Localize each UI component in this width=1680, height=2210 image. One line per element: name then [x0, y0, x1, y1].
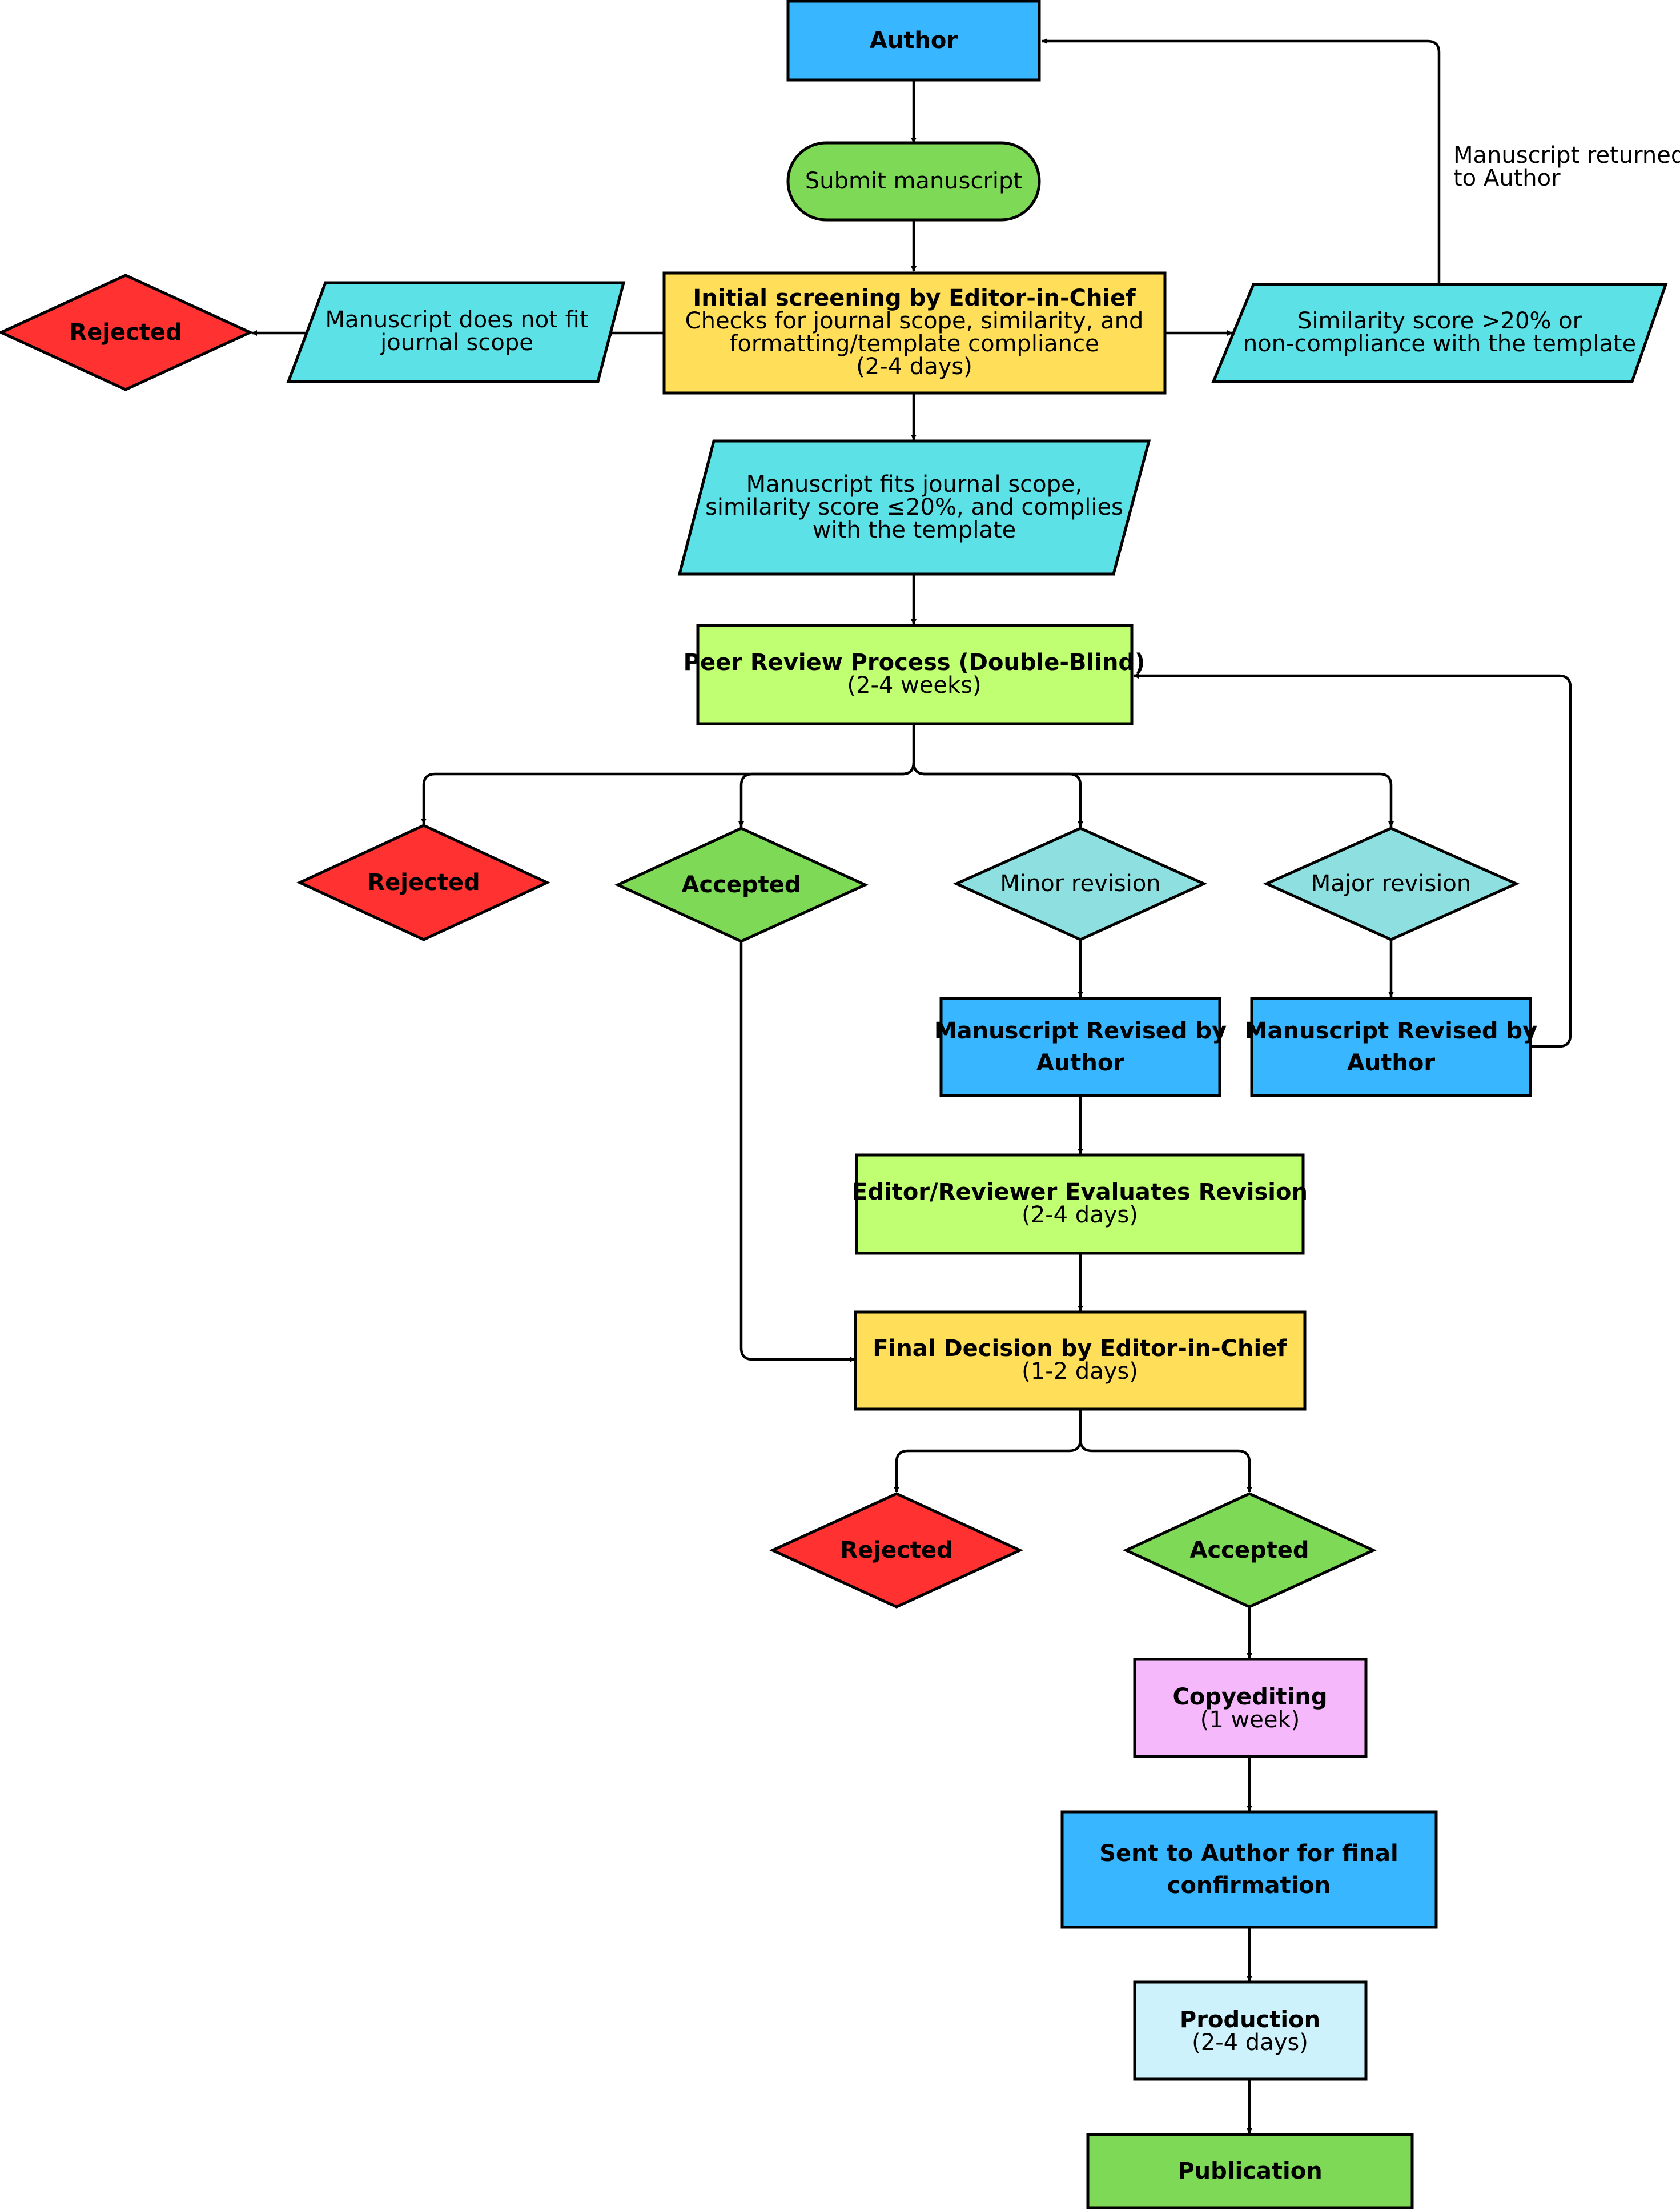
similarity-fail-parallelogram	[1211, 283, 1668, 383]
sent-to-author-box	[1060, 1810, 1438, 1929]
peer-review-node: Peer Review Process (Double-Blind) (2-4 …	[684, 624, 1146, 725]
scope-fail-line-1: Manuscript does not fit	[325, 307, 588, 333]
author-label: Author	[870, 27, 958, 54]
production-duration: (2-4 days)	[1192, 2029, 1308, 2056]
final-decision-duration: (1-2 days)	[1022, 1358, 1138, 1385]
copyediting-box	[1133, 1658, 1368, 1758]
major-revised-node: Manuscript Revised by Author	[1245, 997, 1537, 1097]
final-rejected-node: Rejected	[769, 1492, 1024, 1609]
scope-pass-line-1: Manuscript fits journal scope,	[746, 471, 1083, 498]
sent-to-author-line-1: Sent to Author for final	[1099, 1840, 1398, 1867]
final-rejected-label: Rejected	[840, 1537, 952, 1563]
production-node: Production (2-4 days)	[1133, 1980, 1368, 2081]
minor-revised-node: Manuscript Revised by Author	[934, 997, 1227, 1097]
sent-to-author-node: Sent to Author for final confirmation	[1060, 1810, 1438, 1929]
scope-pass-line-3: with the template	[813, 517, 1016, 543]
minor-revised-line-1: Manuscript Revised by	[934, 1018, 1227, 1044]
major-revision-label: Major revision	[1311, 871, 1472, 897]
major-revised-box	[1250, 997, 1532, 1097]
connectors	[251, 38, 1572, 2134]
review-accepted-node: Accepted	[614, 827, 869, 943]
review-accepted-diamond	[614, 827, 869, 943]
screening-title: Initial screening by Editor-in-Chief	[693, 285, 1136, 311]
final-decision-title: Final Decision by Editor-in-Chief	[873, 1335, 1287, 1362]
production-title: Production	[1180, 2007, 1320, 2033]
screening-detail-line-2: formatting/template compliance	[729, 331, 1099, 357]
minor-revised-box	[939, 997, 1221, 1097]
returned-note-line-1: Manuscript returned	[1453, 142, 1680, 169]
arrow-peer-review-to-accepted	[738, 762, 915, 827]
production-box	[1133, 1980, 1368, 2081]
final-rejected-diamond	[769, 1492, 1024, 1609]
arrow-peer-review-to-minor	[912, 762, 1083, 827]
publication-box	[1086, 2133, 1414, 2209]
review-accepted-label: Accepted	[681, 872, 801, 898]
arrow-peer-review-to-major	[912, 762, 1394, 827]
copyediting-title: Copyediting	[1173, 1684, 1328, 1710]
similarity-fail-line-1: Similarity score >20% or	[1297, 308, 1582, 334]
minor-revised-line-2: Author	[1036, 1050, 1125, 1076]
arrow-major-revised-back-to-peer-review	[1133, 673, 1572, 1048]
scope-fail-node: Manuscript does not fit journal scope	[286, 281, 626, 383]
publication-node: Publication	[1086, 2133, 1414, 2209]
submit-terminator	[786, 141, 1041, 222]
arrow-final-decision-to-accepted	[1079, 1439, 1252, 1493]
final-decision-box	[854, 1310, 1307, 1411]
peer-review-title: Peer Review Process (Double-Blind)	[684, 649, 1146, 676]
copyediting-duration: (1 week)	[1200, 1707, 1300, 1733]
submit-label: Submit manuscript	[805, 168, 1022, 194]
similarity-fail-node: Similarity score >20% or non-compliance …	[1211, 283, 1668, 383]
major-revised-line-1: Manuscript Revised by	[1245, 1018, 1537, 1044]
screening-box	[662, 271, 1167, 395]
rejected-initial-node: Rejected	[0, 274, 254, 391]
arrow-final-decision-to-rejected	[894, 1410, 1082, 1493]
returned-note-line-2: to Author	[1453, 165, 1561, 191]
author-box	[786, 0, 1041, 82]
evaluate-box	[855, 1153, 1305, 1255]
minor-revision-diamond	[952, 827, 1208, 941]
screening-duration: (2-4 days)	[856, 354, 972, 380]
peer-review-box	[696, 624, 1134, 725]
peer-review-duration: (2-4 weeks)	[847, 672, 981, 699]
review-rejected-label: Rejected	[367, 869, 480, 896]
scope-pass-parallelogram	[677, 439, 1151, 576]
final-accepted-diamond	[1122, 1492, 1377, 1609]
scope-fail-line-2: journal scope	[380, 330, 533, 356]
submit-manuscript-node: Submit manuscript	[786, 141, 1041, 222]
initial-screening-node: Initial screening by Editor-in-Chief Che…	[662, 271, 1167, 395]
publication-label: Publication	[1177, 2158, 1322, 2184]
final-accepted-node: Accepted	[1122, 1492, 1377, 1609]
major-revision-diamond	[1263, 827, 1520, 941]
evaluate-revision-node: Editor/Reviewer Evaluates Revision (2-4 …	[852, 1153, 1308, 1255]
final-accepted-label: Accepted	[1189, 1537, 1309, 1563]
scope-fail-parallelogram	[286, 281, 626, 383]
review-rejected-diamond	[296, 824, 550, 941]
final-decision-node: Final Decision by Editor-in-Chief (1-2 d…	[854, 1310, 1307, 1411]
arrow-accepted-to-final-decision	[739, 941, 855, 1362]
scope-pass-line-2: similarity score ≤20%, and complies	[705, 494, 1123, 520]
rejected-initial-label: Rejected	[69, 319, 182, 346]
evaluate-duration: (2-4 days)	[1022, 1202, 1138, 1228]
major-revision-node: Major revision	[1263, 827, 1520, 941]
arrow-similarity-returned-to-author	[1042, 38, 1441, 283]
scope-pass-node: Manuscript fits journal scope, similarit…	[677, 439, 1151, 576]
copyediting-node: Copyediting (1 week)	[1133, 1658, 1368, 1758]
minor-revision-label: Minor revision	[1000, 871, 1160, 897]
rejected-initial-diamond	[0, 274, 254, 391]
evaluate-title: Editor/Reviewer Evaluates Revision	[852, 1179, 1308, 1205]
minor-revision-node: Minor revision	[952, 827, 1208, 941]
author-node: Author	[786, 0, 1041, 82]
review-rejected-node: Rejected	[296, 824, 550, 941]
major-revised-line-2: Author	[1347, 1050, 1436, 1076]
screening-detail-line-1: Checks for journal scope, similarity, an…	[685, 308, 1144, 334]
similarity-fail-line-2: non-compliance with the template	[1243, 331, 1636, 357]
returned-to-author-note: Manuscript returned to Author	[1453, 142, 1680, 191]
sent-to-author-line-2: confirmation	[1167, 1872, 1331, 1899]
